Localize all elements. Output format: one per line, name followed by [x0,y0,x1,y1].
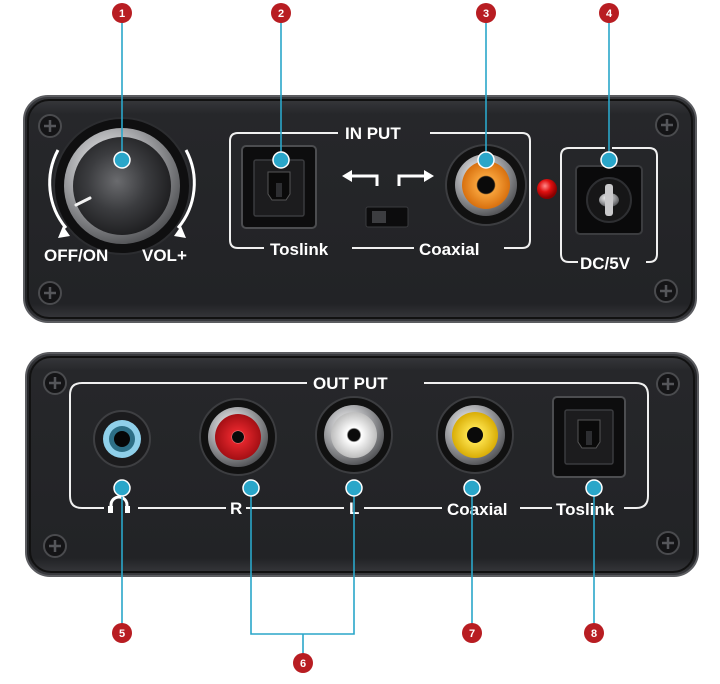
toslink-out-label: Toslink [556,500,615,519]
svg-text:7: 7 [469,628,475,640]
callout-anchors [113,151,618,497]
dc-jack-icon[interactable] [575,165,643,235]
callout-3: 3 [476,3,496,23]
callout-8: 8 [584,623,604,643]
volume-knob[interactable] [53,117,191,255]
arrow-left-icon [342,170,379,186]
coaxial-output-jack[interactable] [436,396,514,474]
screw-icon [43,371,67,395]
vol-label: VOL+ [142,246,187,265]
headphone-output-jack[interactable] [93,410,151,468]
input-frame [229,132,531,249]
svg-text:5: 5 [119,628,125,640]
screw-icon [38,114,62,138]
rca-right-jack[interactable] [199,398,277,476]
callout-5: 5 [112,623,132,643]
input-label: IN PUT [345,124,401,143]
screw-icon [38,281,62,305]
power-led [537,179,557,199]
callout-4: 4 [599,3,619,23]
svg-text:6: 6 [300,658,306,670]
front-panel: OFF/ON VOL+ IN PUT Toslink Coaxial [23,95,697,323]
screw-icon [655,113,679,137]
svg-text:3: 3 [483,8,489,20]
toslink-output-port[interactable] [552,396,626,478]
svg-text:1: 1 [119,8,125,20]
off-on-label: OFF/ON [44,246,108,265]
callout-1: 1 [112,3,132,23]
back-panel: OUT PUT R L [25,352,699,577]
dc-label: DC/5V [580,254,631,273]
headphone-icon [108,495,130,513]
callout-6: 6 [293,653,313,673]
screw-icon [654,279,678,303]
screw-icon [43,534,67,558]
svg-text:2: 2 [278,8,284,20]
callout-lines [121,22,610,654]
callout-2: 2 [271,3,291,23]
toslink-input-port[interactable] [241,145,317,229]
arrow-right-icon [397,170,434,186]
output-label: OUT PUT [313,374,388,393]
svg-text:8: 8 [591,628,597,640]
screw-icon [656,372,680,396]
toslink-in-label: Toslink [270,240,329,259]
dc-frame [560,147,658,263]
svg-text:4: 4 [606,8,613,20]
coaxial-in-label: Coaxial [419,240,479,259]
callout-7: 7 [462,623,482,643]
rca-left-jack[interactable] [315,396,393,474]
coaxial-out-label: Coaxial [447,500,507,519]
screw-icon [656,531,680,555]
output-frame [69,382,649,509]
r-label: R [230,499,242,518]
knob-rotation-arrows [48,149,196,238]
input-select-switch[interactable] [365,206,409,228]
coaxial-input-jack[interactable] [445,144,527,226]
